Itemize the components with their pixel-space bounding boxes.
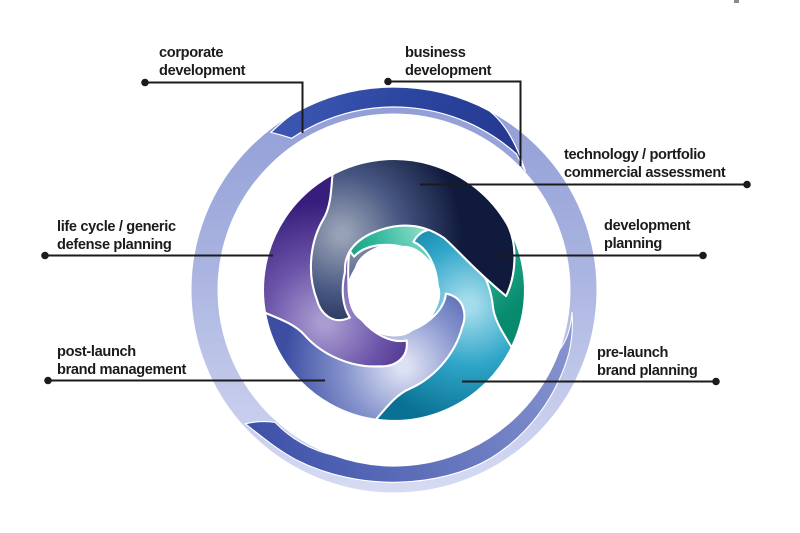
dot-life-cycle-generic: [41, 251, 49, 260]
connector-dots: [41, 77, 751, 386]
dot-corporate-development: [141, 78, 149, 87]
dot-technology-portfolio: [743, 180, 751, 189]
label-pre-launch: pre-launch brand planning: [597, 344, 698, 380]
label-line: technology / portfolio: [564, 147, 706, 163]
label-line: development: [159, 63, 246, 79]
label-line: development: [405, 63, 492, 79]
label-line: brand management: [57, 362, 187, 378]
label-line: pre-launch: [597, 345, 669, 361]
label-line: commercial assessment: [564, 165, 726, 181]
connector-business-development: [388, 80, 522, 166]
label-development-planning: development planning: [604, 217, 691, 253]
connector-corporate-development: [145, 81, 304, 133]
blade-life-cycle-defense-planning: [262, 160, 436, 368]
label-line: business: [405, 45, 466, 61]
page-edge-artifact: [734, 0, 739, 3]
label-line: life cycle / generic: [57, 219, 176, 235]
dot-pre-launch: [712, 377, 720, 386]
label-line: post-launch: [57, 344, 136, 360]
ring-pale-band: [190, 86, 598, 494]
label-corporate-development: corporate development: [159, 44, 246, 80]
label-line: development: [604, 218, 691, 234]
label-line: brand planning: [597, 363, 698, 379]
dot-post-launch: [44, 376, 52, 385]
label-technology-portfolio: technology / portfolio commercial assess…: [564, 146, 726, 182]
dot-business-development: [384, 77, 392, 86]
label-line: corporate: [159, 45, 224, 61]
label-line: planning: [604, 236, 662, 252]
ring-medium-swoosh: [244, 311, 573, 483]
dot-development-planning: [699, 251, 707, 260]
swirl-logo: [262, 157, 526, 423]
connector-lines: [45, 80, 744, 383]
label-post-launch: post-launch brand management: [57, 343, 186, 379]
label-business-development: business development: [405, 44, 492, 80]
label-line: defense planning: [57, 237, 172, 253]
label-life-cycle-generic: life cycle / generic defense planning: [57, 218, 176, 254]
ring-dark-swoosh: [269, 86, 527, 172]
blade-technology-top-cap: [309, 157, 516, 322]
